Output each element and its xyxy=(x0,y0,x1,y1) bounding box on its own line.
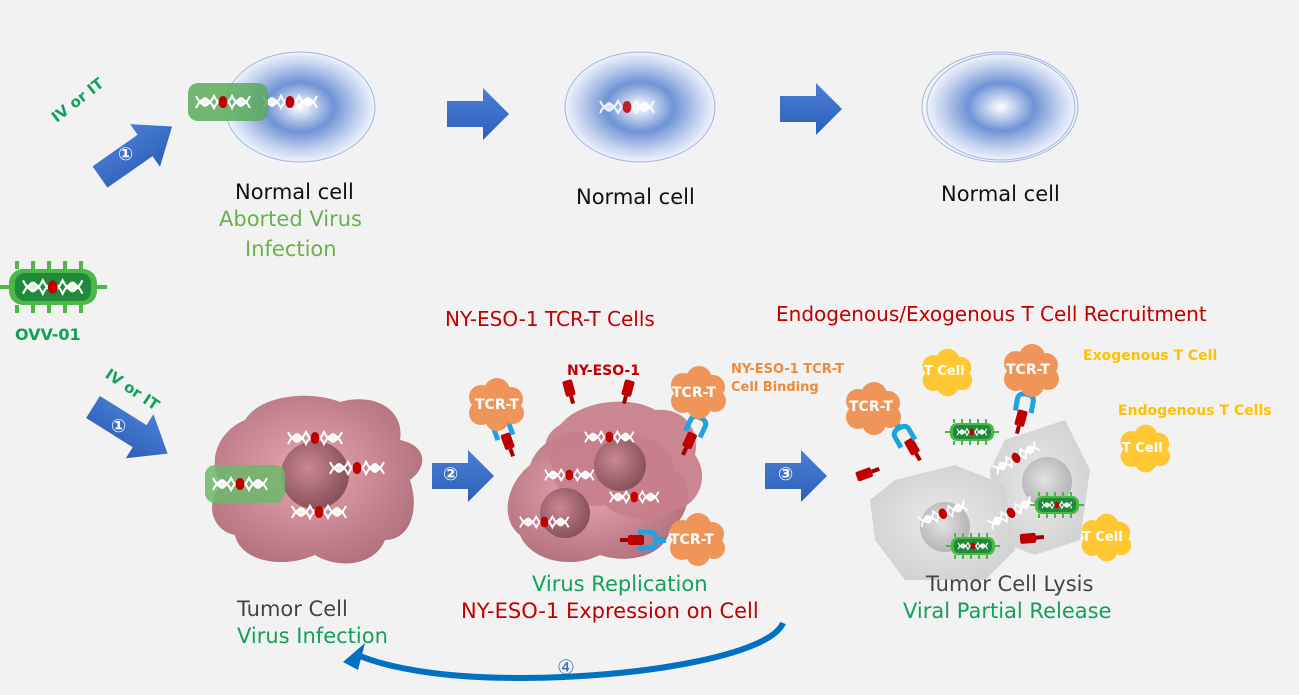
arrow-right-1 xyxy=(447,88,509,140)
arrow-right-2 xyxy=(780,83,842,135)
step1-badge-top: ① xyxy=(118,144,134,165)
normal-cell-3-label: Normal cell xyxy=(941,182,1060,206)
tcr-t-cell-1-label: TCR-T xyxy=(475,397,519,413)
virus-infection-label: Virus Infection xyxy=(237,624,388,648)
normal-cell-1-label: Normal cell xyxy=(235,180,354,204)
tcr-t-cell-2-label: TCR-T xyxy=(672,385,716,401)
virus-entering-normal-cell xyxy=(188,83,268,121)
ny-eso-1-expression-caption: NY-ESO-1 Expression on Cell xyxy=(461,599,759,623)
step4-badge: ④ xyxy=(557,655,575,679)
aborted-infection-label-1: Aborted Virus xyxy=(219,207,362,231)
virus-replication-caption: Virus Replication xyxy=(532,572,708,596)
tcr-stage-title: NY-ESO-1 TCR-T Cells xyxy=(445,307,655,331)
step2-arrow xyxy=(432,450,494,502)
normal-cell-2 xyxy=(564,51,716,163)
virus-name-label: OVV-01 xyxy=(15,325,81,344)
dna-strand xyxy=(262,95,318,109)
t-cell-1-label: T Cell xyxy=(924,364,965,379)
t-cell-3-label: T Cell xyxy=(1082,530,1123,545)
tcr-t-cell-3-label: TCR-T xyxy=(670,532,714,548)
recruitment-stage-title: Endogenous/Exogenous T Cell Recruitment xyxy=(776,302,1207,326)
step3-arrow xyxy=(765,450,827,502)
tumor-cell xyxy=(212,395,423,564)
ovv-01-virus-icon xyxy=(0,258,110,318)
ny-eso-1-antigen-label: NY-ESO-1 xyxy=(567,363,640,379)
t-cell-2-label: T Cell xyxy=(1122,441,1163,456)
tumor-cell-lysis-caption: Tumor Cell Lysis xyxy=(926,572,1094,596)
exogenous-t-cell-label: Exogenous T Cell xyxy=(1083,348,1218,364)
tumor-cell-label: Tumor Cell xyxy=(237,597,348,621)
binding-label-line1: NY-ESO-1 TCR-T xyxy=(731,362,845,377)
normal-cell-2-label: Normal cell xyxy=(576,185,695,209)
binding-label-line2: Cell Binding xyxy=(731,380,819,395)
viral-partial-release-caption: Viral Partial Release xyxy=(903,599,1112,623)
step4-cycle-arrow xyxy=(343,621,786,682)
virus-infecting-tumor xyxy=(205,465,285,503)
step2-badge: ② xyxy=(443,464,459,485)
tcr-t-cell-5-label: TCR-T xyxy=(849,399,893,415)
step3-badge: ③ xyxy=(778,464,794,485)
step1-badge-bottom: ① xyxy=(111,416,127,437)
step1-arrow-top xyxy=(92,124,173,188)
endogenous-t-cells-label: Endogenous T Cells xyxy=(1118,403,1272,419)
normal-cell-3 xyxy=(921,51,1079,163)
step1-arrow-bottom xyxy=(86,395,168,459)
tcr-t-cell-4-label: TCR-T xyxy=(1006,362,1050,378)
aborted-infection-label-2: Infection xyxy=(245,237,337,261)
replicating-tumor-cells xyxy=(507,401,703,563)
